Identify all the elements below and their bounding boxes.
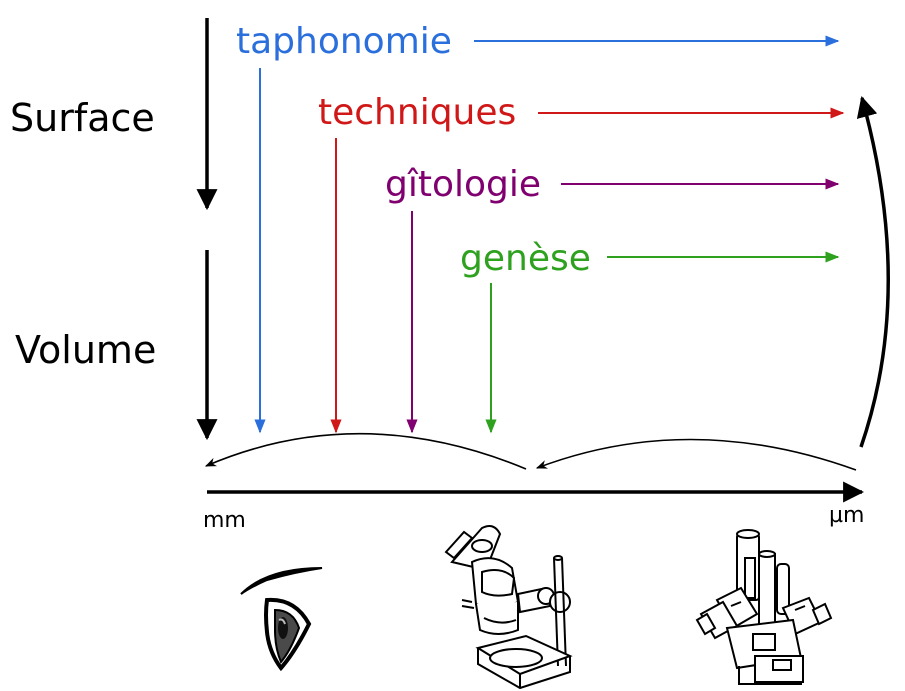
factor-label-gitologie: gîtologie (385, 164, 541, 205)
factor-label-taphonomie: taphonomie (236, 21, 452, 62)
feedback-arc (856, 95, 890, 448)
volume-label: Volume (15, 328, 156, 372)
eye-icon (240, 567, 323, 672)
scale-end-label: µm (829, 503, 864, 528)
factor-label-techniques: techniques (318, 92, 516, 133)
electron-microscope-icon (695, 529, 833, 685)
surface-label: Surface (10, 96, 155, 140)
macro-range-arc (204, 432, 527, 470)
stereo-microscope-icon (444, 525, 573, 690)
micro-range-arc (535, 438, 857, 471)
scale-start-label: mm (203, 508, 246, 533)
factor-label-genese: genèse (460, 238, 591, 279)
